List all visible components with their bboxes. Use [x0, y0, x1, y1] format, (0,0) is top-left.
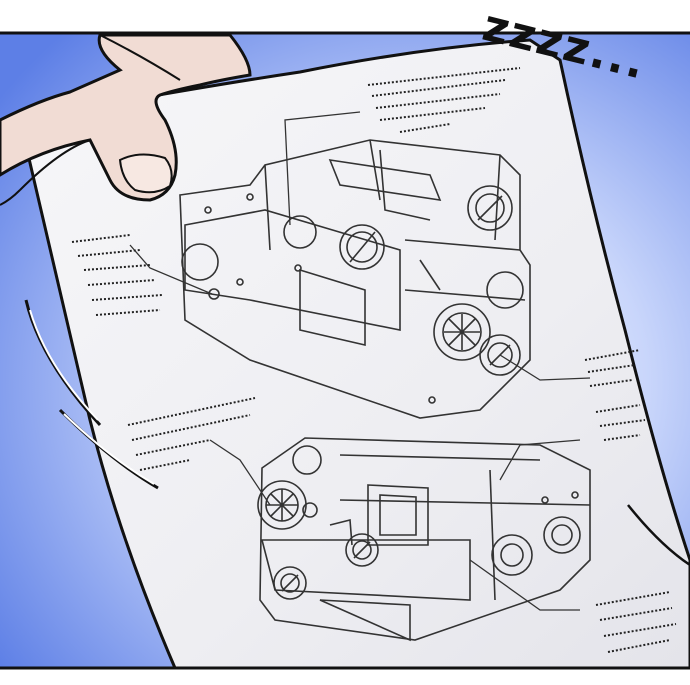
scribble-notes — [71, 67, 677, 653]
motion-line — [627, 504, 690, 567]
annotation-leaders — [129, 111, 591, 611]
device-blueprint-icon — [179, 139, 531, 419]
device-blueprint-icon — [257, 437, 591, 642]
hand-icon — [0, 33, 252, 206]
